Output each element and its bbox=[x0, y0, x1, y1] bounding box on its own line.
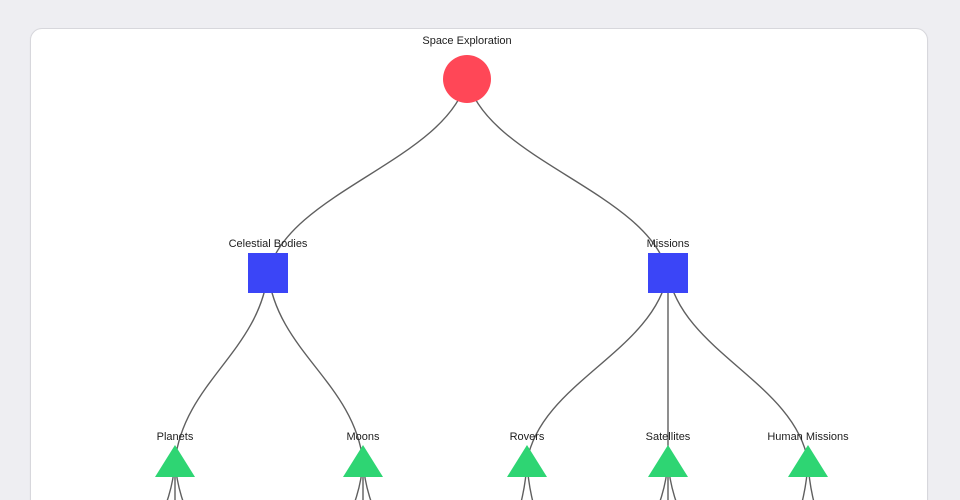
stub-edge-planets-0 bbox=[166, 460, 176, 500]
stub-edge-human-missions-1 bbox=[807, 460, 815, 500]
stub-edge-moons-2 bbox=[362, 460, 372, 500]
node-missions[interactable] bbox=[648, 253, 688, 293]
node-rovers[interactable] bbox=[507, 445, 547, 477]
edge-missions-rovers bbox=[526, 272, 669, 462]
node-label-moons: Moons bbox=[346, 431, 380, 443]
node-label-human-missions: Human Missions bbox=[767, 431, 849, 443]
node-label-missions: Missions bbox=[647, 238, 690, 250]
node-moons[interactable] bbox=[343, 445, 383, 477]
stub-edge-rovers-1 bbox=[526, 460, 534, 500]
stub-edge-planets-2 bbox=[174, 460, 184, 500]
node-label-planets: Planets bbox=[157, 431, 194, 443]
node-label-satellites: Satellites bbox=[646, 431, 691, 443]
node-label-celestial-bodies: Celestial Bodies bbox=[229, 238, 308, 250]
edge-root-celestial-bodies bbox=[267, 78, 468, 274]
node-human-missions[interactable] bbox=[788, 445, 828, 477]
stub-edge-moons-0 bbox=[354, 460, 364, 500]
edge-celestial-bodies-planets bbox=[174, 272, 269, 462]
node-label-rovers: Rovers bbox=[510, 431, 545, 443]
stub-edge-satellites-2 bbox=[667, 460, 677, 500]
node-celestial-bodies[interactable] bbox=[248, 253, 288, 293]
diagram-card bbox=[30, 28, 928, 500]
edge-root-missions bbox=[466, 78, 669, 274]
node-label-root: Space Exploration bbox=[422, 35, 511, 47]
node-planets[interactable] bbox=[155, 445, 195, 477]
edge-celestial-bodies-moons bbox=[267, 272, 364, 462]
stub-edge-satellites-0 bbox=[659, 460, 669, 500]
stub-edge-rovers-0 bbox=[520, 460, 528, 500]
edge-missions-human-missions bbox=[667, 272, 809, 462]
node-satellites[interactable] bbox=[648, 445, 688, 477]
stub-edge-human-missions-0 bbox=[801, 460, 809, 500]
node-root[interactable] bbox=[443, 55, 491, 103]
